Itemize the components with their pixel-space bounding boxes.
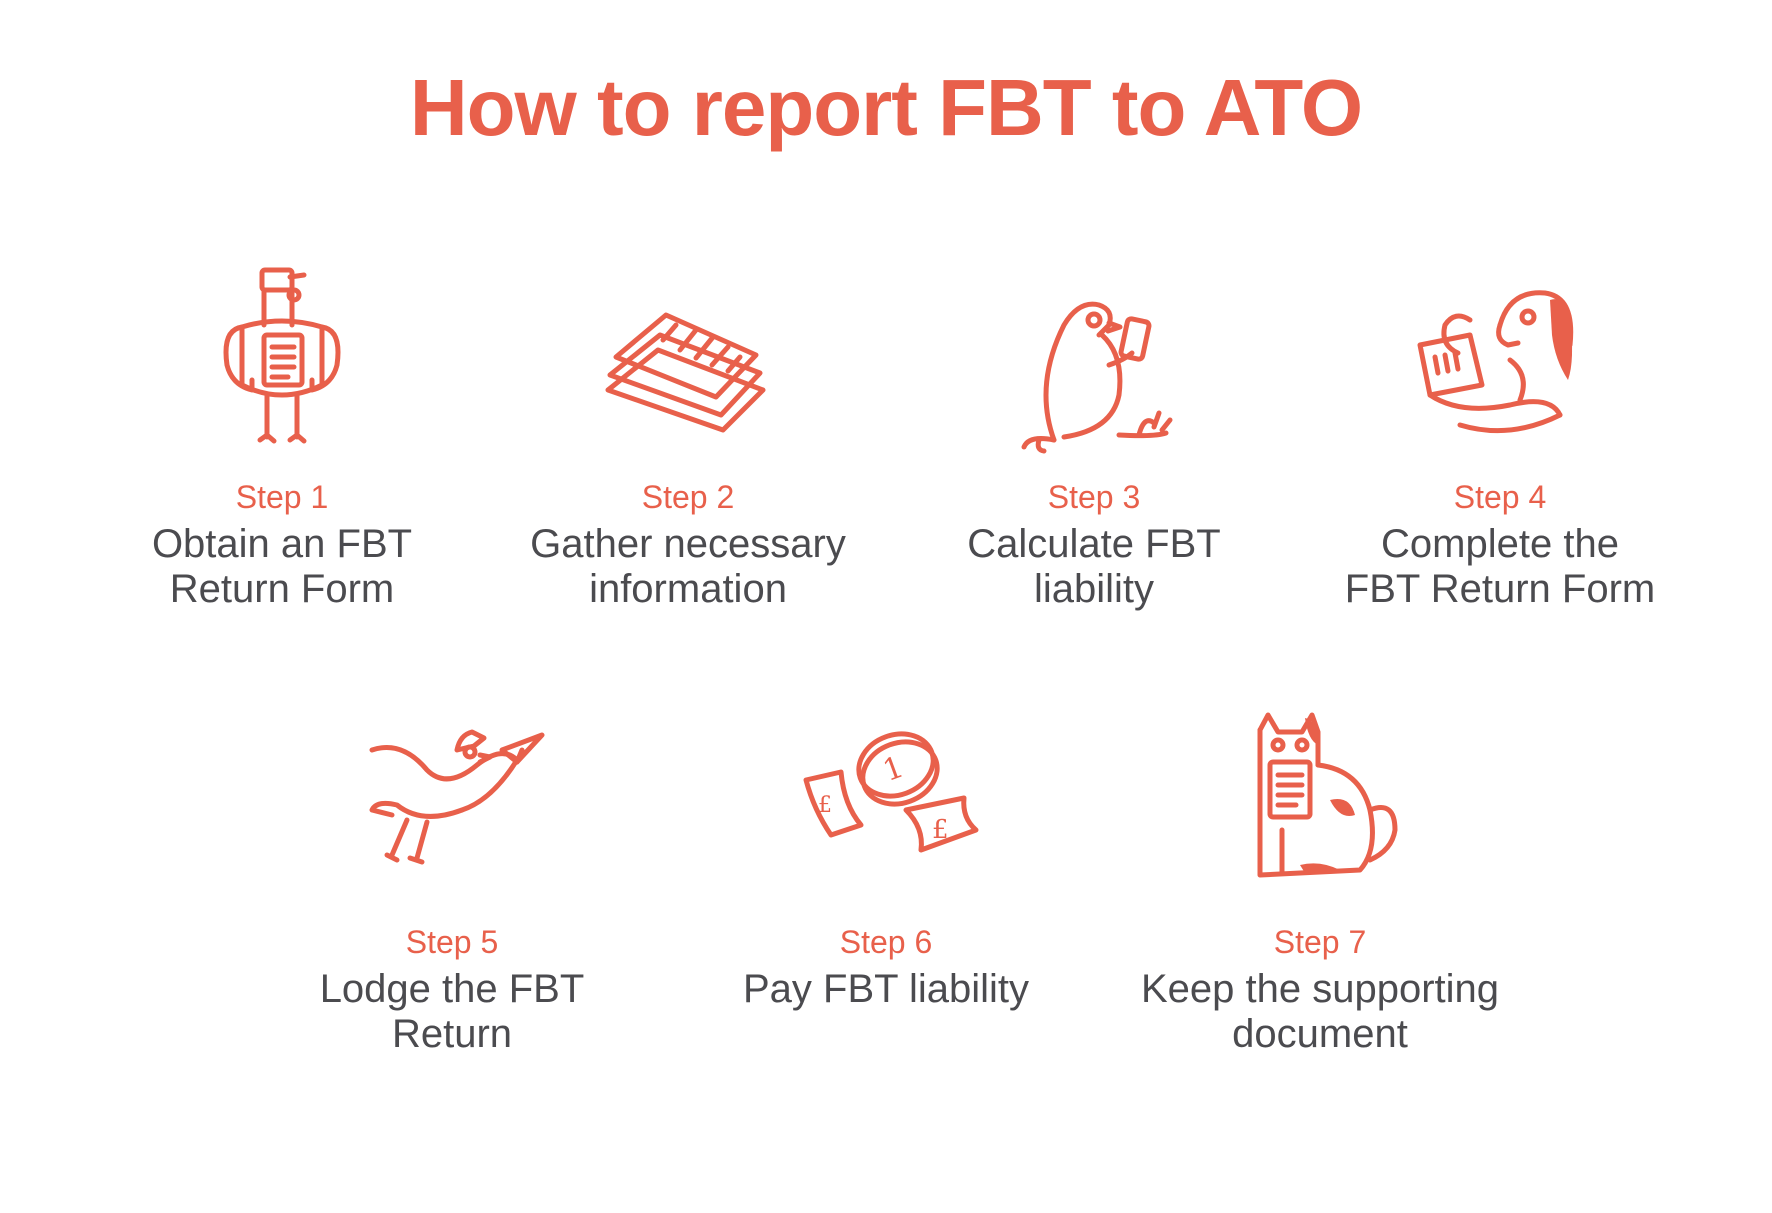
svg-text:£: £ — [932, 815, 949, 845]
svg-text:1: 1 — [879, 750, 909, 789]
dog-reading-form-icon — [1400, 265, 1600, 465]
step-4-label: Step 4 — [1320, 479, 1680, 516]
step-6-description: Pay FBT liability — [706, 967, 1066, 1012]
bird-holding-form-icon — [182, 265, 382, 465]
step-3-label: Step 3 — [914, 479, 1274, 516]
svg-text:£: £ — [818, 793, 832, 818]
stack-of-papers-icon — [588, 265, 788, 465]
money-coin-banknotes-icon: 1 £ £ — [786, 710, 986, 910]
step-5-label: Step 5 — [272, 924, 632, 961]
step-1-label: Step 1 — [102, 479, 462, 516]
cat-holding-document-icon — [1220, 710, 1420, 910]
step-7-label: Step 7 — [1140, 924, 1500, 961]
step-6-label: Step 6 — [706, 924, 1066, 961]
step-2-label: Step 2 — [508, 479, 868, 516]
flying-bird-paper-plane-icon — [352, 710, 552, 910]
bird-with-phone-icon — [994, 265, 1194, 465]
page-title: How to report FBT to ATO — [0, 62, 1772, 154]
step-6: 1 £ £ Step 6 Pay FBT liability — [706, 710, 1066, 1012]
